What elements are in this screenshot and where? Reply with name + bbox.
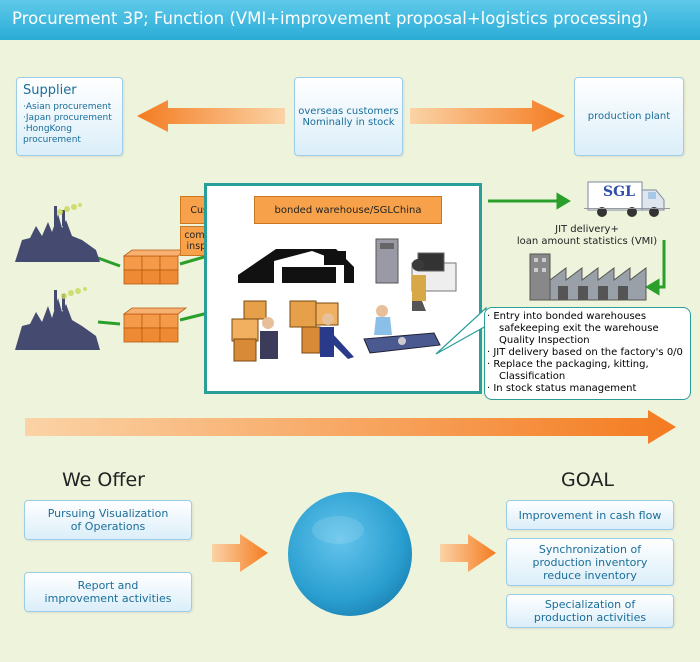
overseas-line1: overseas customers bbox=[298, 105, 399, 117]
page-title: Procurement 3P; Function (VMI+improvemen… bbox=[12, 9, 649, 28]
callout-text: · Entry into bonded warehouses safekeepi… bbox=[487, 311, 687, 395]
offer-item-label: Pursuing Visualization of Operations bbox=[47, 507, 169, 533]
offer-item: Pursuing Visualization of Operations bbox=[24, 500, 192, 540]
overseas-line2: Nominally in stock bbox=[302, 116, 395, 128]
main-flow-arrow bbox=[25, 410, 676, 444]
goal-item-label: Synchronization of production inventory … bbox=[532, 542, 648, 582]
truck-caption: JIT delivery+ loan amount statistics (VM… bbox=[512, 224, 662, 248]
bonded-warehouse-label: bonded warehouse/SGLChina bbox=[274, 204, 422, 216]
sgl-logo: SGL bbox=[603, 184, 635, 200]
header-bar bbox=[0, 0, 700, 40]
truck-icon bbox=[584, 181, 670, 217]
computer-icon bbox=[375, 238, 399, 284]
arrow-globe-to-goal bbox=[440, 534, 496, 572]
truck-caption-line2: loan amount statistics (VMI) bbox=[516, 236, 658, 247]
callout-line: Classification bbox=[499, 371, 566, 382]
callout-line: · JIT delivery based on the factory's 0/… bbox=[487, 347, 683, 358]
factory-icon-top bbox=[15, 206, 100, 262]
warehouse-building-icon bbox=[238, 249, 354, 283]
box-stack-top bbox=[122, 249, 188, 285]
factory-icon-bottom bbox=[15, 290, 100, 350]
plant-building-icon bbox=[529, 253, 647, 301]
technician-icon bbox=[363, 305, 441, 354]
arrow-to-supplier bbox=[137, 100, 285, 132]
offer-item-label: Report and improvement activities bbox=[44, 579, 172, 605]
overseas-customers-panel: overseas customers Nominally in stock bbox=[294, 77, 403, 156]
box-stack-bottom bbox=[122, 307, 188, 343]
workers-moving-boxes-icon bbox=[231, 300, 354, 362]
goal-item-label: Improvement in cash flow bbox=[518, 508, 662, 522]
callout-line: · Replace the packaging, kitting, bbox=[487, 359, 649, 370]
globe-icon bbox=[288, 492, 412, 616]
callout-line: · In stock status management bbox=[487, 383, 637, 394]
supplier-item: ·Asian procurement bbox=[23, 102, 112, 112]
production-plant-label: production plant bbox=[587, 111, 671, 122]
we-offer-heading: We Offer bbox=[62, 469, 145, 491]
office-worker-icon bbox=[411, 252, 457, 311]
supplier-item: ·Japan procurement bbox=[23, 113, 112, 123]
callout-line: · Entry into bonded warehouses bbox=[487, 311, 647, 322]
bonded-warehouse-box: bonded warehouse/SGLChina bbox=[254, 196, 442, 224]
goal-item-label: Specialization of production activities bbox=[533, 598, 647, 624]
arrow-offer-to-globe bbox=[212, 534, 268, 572]
offer-item: Report and improvement activities bbox=[24, 572, 192, 612]
supplier-title: Supplier bbox=[23, 83, 77, 98]
callout-line: safekeeping exit the warehouse bbox=[499, 323, 659, 334]
callout-box bbox=[484, 307, 691, 400]
supplier-item: ·HongKong procurement bbox=[23, 124, 81, 145]
arrow-to-plant bbox=[410, 100, 565, 132]
goal-heading: GOAL bbox=[561, 469, 614, 491]
callout-line: Quality Inspection bbox=[499, 335, 590, 346]
warehouse-illustrations bbox=[231, 238, 457, 362]
supplier-panel: Supplier ·Asian procurement ·Japan procu… bbox=[16, 77, 123, 156]
production-plant-panel: production plant bbox=[574, 77, 684, 156]
goal-item: Improvement in cash flow bbox=[506, 500, 674, 530]
goal-item: Synchronization of production inventory … bbox=[506, 538, 674, 586]
goal-item: Specialization of production activities bbox=[506, 594, 674, 628]
truck-caption-line1: JIT delivery+ bbox=[555, 224, 619, 235]
